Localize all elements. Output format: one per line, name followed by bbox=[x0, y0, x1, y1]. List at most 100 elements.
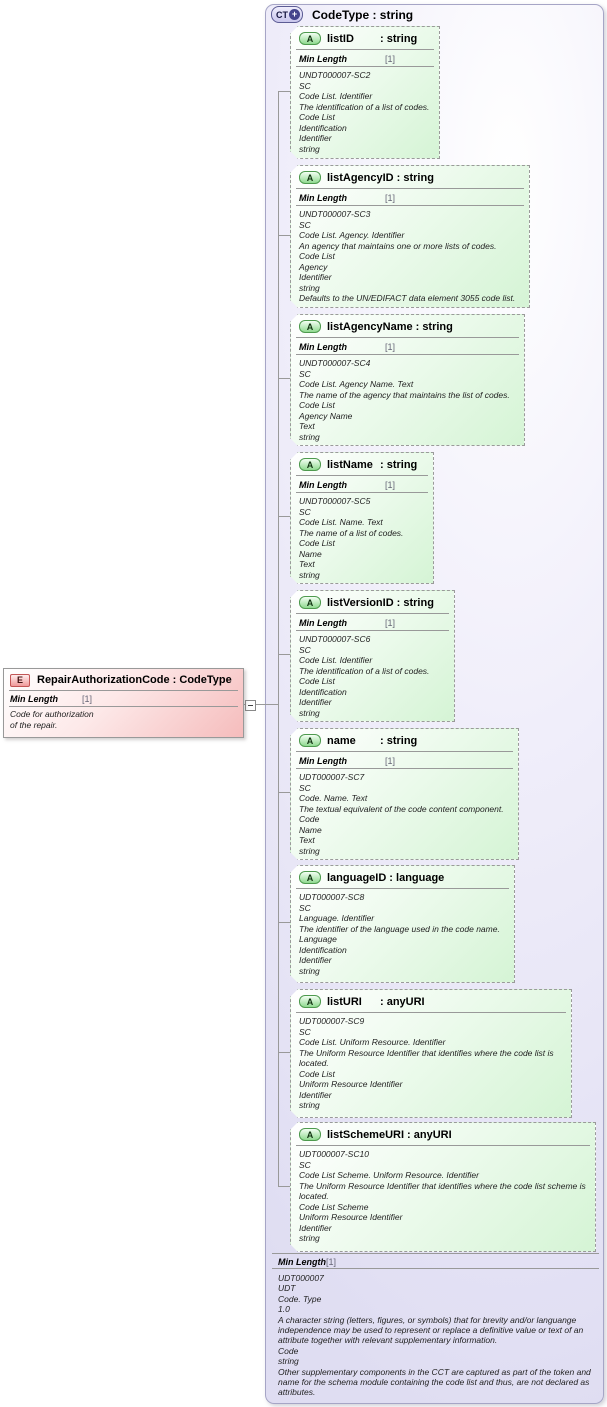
attribute-type: : string bbox=[396, 171, 434, 184]
facet-label: Min Length bbox=[299, 341, 347, 352]
divider bbox=[296, 49, 434, 50]
facet-min-length: Min Length [1] bbox=[272, 1254, 599, 1268]
attribute-doc: UDT000007-SC7 SC Code. Name. Text The te… bbox=[299, 772, 504, 856]
divider bbox=[272, 1253, 599, 1254]
connector-stub bbox=[278, 516, 290, 517]
facet-value: [1] bbox=[385, 341, 396, 352]
attribute-icon: A bbox=[299, 32, 321, 45]
connector-stub bbox=[278, 1186, 290, 1187]
collapse-handle-icon[interactable] bbox=[245, 700, 256, 711]
attribute-doc: UDT000007-SC10 SC Code List Scheme. Unif… bbox=[299, 1149, 586, 1243]
element-title: RepairAuthorizationCode : CodeType bbox=[37, 674, 232, 686]
attribute-name: listID bbox=[327, 32, 354, 45]
attribute-type: : string bbox=[380, 32, 418, 45]
divider bbox=[296, 768, 513, 769]
attribute-listURI[interactable]: A listURI : anyURI UDT000007-SC9 SC Code… bbox=[290, 989, 572, 1118]
facet-min-length: Min Length [1] bbox=[291, 50, 439, 66]
divider bbox=[296, 475, 428, 476]
connector-stub bbox=[278, 654, 290, 655]
attribute-type: : language bbox=[389, 871, 445, 884]
attribute-type: : string bbox=[415, 320, 453, 333]
attribute-listID[interactable]: A listID : string Min Length [1] UNDT000… bbox=[290, 26, 440, 159]
attribute-doc: UNDT000007-SC2 SC Code List. Identifier … bbox=[299, 70, 430, 154]
facet-value: [1] bbox=[385, 617, 396, 628]
connector-stub bbox=[278, 922, 290, 923]
complex-type-header[interactable]: CT+ CodeType : string bbox=[271, 6, 413, 23]
divider bbox=[9, 690, 238, 691]
attribute-header: A listName : string bbox=[291, 453, 433, 475]
facet-value: [1] bbox=[385, 53, 396, 64]
facet-value: [1] bbox=[326, 1256, 337, 1267]
attribute-type: : string bbox=[380, 458, 418, 471]
attribute-doc: UNDT000007-SC3 SC Code List. Agency. Ide… bbox=[299, 209, 516, 303]
complex-type-doc: UDT000007 UDT Code. Type 1.0 A character… bbox=[278, 1273, 591, 1398]
attribute-type: : string bbox=[396, 596, 434, 609]
attribute-listAgencyName[interactable]: A listAgencyName : string Min Length [1]… bbox=[290, 314, 525, 446]
attribute-doc: UDT000007-SC8 SC Language. Identifier Th… bbox=[299, 892, 500, 976]
facet-value: [1] bbox=[82, 693, 93, 704]
attribute-type: : string bbox=[380, 734, 418, 747]
attribute-name: listSchemeURI bbox=[327, 1128, 405, 1141]
attribute-doc: UNDT000007-SC6 SC Code List. Identifier … bbox=[299, 634, 430, 718]
attribute-icon: A bbox=[299, 171, 321, 184]
connector-stub bbox=[278, 792, 290, 793]
plus-icon: + bbox=[289, 9, 300, 20]
attribute-name: languageID bbox=[327, 871, 387, 884]
attribute-header: A listAgencyName : string bbox=[291, 315, 524, 337]
attribute-name: listAgencyName bbox=[327, 320, 413, 333]
attribute-name-attr[interactable]: A name : string Min Length [1] UDT000007… bbox=[290, 728, 519, 860]
divider bbox=[272, 1268, 599, 1269]
attribute-doc: UNDT000007-SC4 SC Code List. Agency Name… bbox=[299, 358, 510, 442]
divider bbox=[296, 492, 428, 493]
facet-min-length: Min Length [1] bbox=[291, 476, 433, 492]
attribute-doc: UNDT000007-SC5 SC Code List. Name. Text … bbox=[299, 496, 404, 580]
connector-stub bbox=[278, 378, 290, 379]
facet-value: [1] bbox=[385, 479, 396, 490]
facet-label: Min Length bbox=[299, 192, 347, 203]
facet-label: Min Length bbox=[299, 617, 347, 628]
facet-value: [1] bbox=[385, 755, 396, 766]
facet-label: Min Length bbox=[299, 755, 347, 766]
divider bbox=[9, 706, 238, 707]
divider bbox=[296, 66, 434, 67]
attribute-name: listVersionID bbox=[327, 596, 394, 609]
facet-value: [1] bbox=[385, 192, 396, 203]
attribute-header: A listSchemeURI : anyURI bbox=[291, 1123, 595, 1145]
attribute-header: A languageID : language bbox=[291, 866, 514, 888]
attribute-header: A name : string bbox=[291, 729, 518, 751]
attribute-doc: UDT000007-SC9 SC Code List. Uniform Reso… bbox=[299, 1016, 554, 1110]
element-doc: Code for authorization of the repair. bbox=[10, 709, 94, 730]
divider bbox=[296, 751, 513, 752]
divider bbox=[296, 188, 524, 189]
attribute-listName[interactable]: A listName : string Min Length [1] UNDT0… bbox=[290, 452, 434, 584]
attribute-type: : anyURI bbox=[380, 995, 425, 1008]
facet-min-length: Min Length [1] bbox=[291, 189, 529, 205]
attribute-header: A listID : string bbox=[291, 27, 439, 49]
attribute-icon: A bbox=[299, 320, 321, 333]
complex-type-title: CodeType : string bbox=[312, 7, 414, 22]
facet-label: Min Length bbox=[299, 53, 347, 64]
facet-min-length: Min Length [1] bbox=[4, 691, 243, 706]
divider bbox=[296, 1012, 566, 1013]
attribute-name: name bbox=[327, 734, 356, 747]
complex-type-facets: Min Length [1] bbox=[272, 1253, 599, 1269]
attribute-header: A listURI : anyURI bbox=[291, 990, 571, 1012]
facet-min-length: Min Length [1] bbox=[291, 752, 518, 768]
facet-label: Min Length bbox=[278, 1256, 326, 1267]
attribute-listSchemeURI[interactable]: A listSchemeURI : anyURI UDT000007-SC10 … bbox=[290, 1122, 596, 1252]
divider bbox=[296, 354, 519, 355]
connector-line bbox=[242, 704, 278, 705]
element-icon: E bbox=[10, 673, 30, 687]
attribute-listAgencyID[interactable]: A listAgencyID : string Min Length [1] U… bbox=[290, 165, 530, 308]
attribute-icon: A bbox=[299, 458, 321, 471]
attribute-listVersionID[interactable]: A listVersionID : string Min Length [1] … bbox=[290, 590, 455, 722]
attribute-languageID[interactable]: A languageID : language UDT000007-SC8 SC… bbox=[290, 865, 515, 983]
divider bbox=[296, 205, 524, 206]
attribute-name: listURI bbox=[327, 995, 362, 1008]
complex-type-icon-label: CT bbox=[276, 9, 288, 20]
element-repair-authorization-code[interactable]: E RepairAuthorizationCode : CodeType Min… bbox=[3, 668, 244, 738]
divider bbox=[296, 630, 449, 631]
element-header: E RepairAuthorizationCode : CodeType bbox=[4, 669, 243, 690]
attribute-name: listName bbox=[327, 458, 373, 471]
divider bbox=[296, 613, 449, 614]
